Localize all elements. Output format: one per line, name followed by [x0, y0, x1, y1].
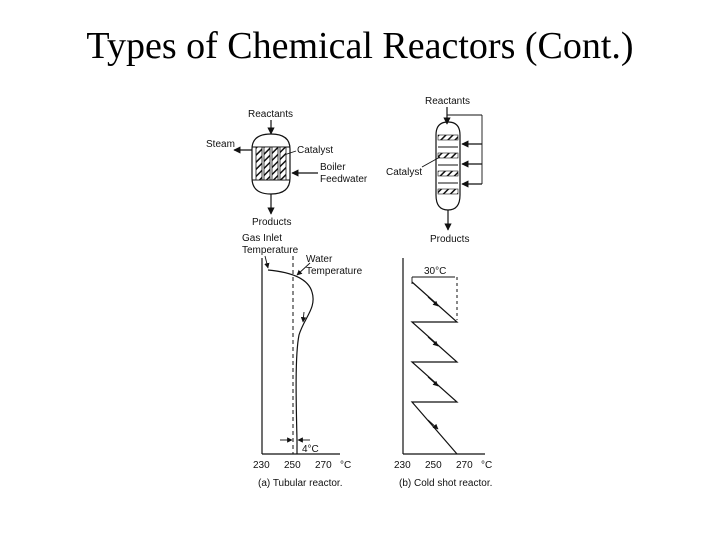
boiler-label: Boiler [320, 162, 346, 173]
tubular-catalyst-label: Catalyst [297, 145, 333, 156]
coldshot-tick-label: 270 [456, 460, 473, 471]
catalyst-tube [255, 146, 263, 181]
gas-inlet-label: Gas Inlet [242, 233, 282, 244]
feedwater-label: Feedwater [320, 174, 368, 185]
water-label: Water [306, 254, 333, 265]
coldshot-unit-label: °C [481, 460, 492, 471]
catalyst-bed [437, 170, 459, 177]
coldshot-temperature-profile: 30°C 230 250 270 °C (b) Cold shot reacto… [394, 258, 492, 489]
coldshot-reactor-schematic: Reactants Catalyst Products [386, 96, 483, 245]
coldshot-caption: (b) Cold shot reactor. [399, 478, 492, 489]
tubular-unit-label: °C [340, 460, 351, 471]
steam-label: Steam [206, 139, 235, 150]
tubular-vessel [251, 133, 291, 195]
tubular-delta-label: 4°C [302, 444, 319, 455]
water-temperature-label: Temperature [306, 266, 363, 277]
tubular-tick-label: 270 [315, 460, 332, 471]
gas-temperature-curve [267, 269, 314, 454]
tubular-caption: (a) Tubular reactor. [258, 478, 342, 489]
tubular-reactor-schematic: Reactants Steam Catalyst Boiler Feedwate… [206, 109, 368, 228]
coldshot-reactants-label: Reactants [425, 96, 470, 107]
gas-inlet-temperature-label: Temperature [242, 245, 299, 256]
tubular-products-label: Products [252, 217, 291, 228]
tubular-temperature-profile: Gas Inlet Temperature Water Temperature … [242, 233, 363, 489]
tubular-tick-label: 250 [284, 460, 301, 471]
catalyst-tube [263, 146, 271, 181]
slide-title: Types of Chemical Reactors (Cont.) [86, 25, 634, 67]
coldshot-catalyst-label: Catalyst [386, 167, 422, 178]
catalyst-tube [271, 146, 279, 181]
coldshot-tick-label: 230 [394, 460, 411, 471]
catalyst-tube [279, 146, 287, 181]
coldshot-delta-label: 30°C [424, 266, 446, 277]
coldshot-tick-label: 250 [425, 460, 442, 471]
catalyst-bed [437, 152, 459, 159]
catalyst-bed [437, 134, 459, 141]
coldshot-temperature-curve [410, 281, 459, 455]
coldshot-vessel [435, 121, 461, 211]
tubular-reactants-label: Reactants [248, 109, 293, 120]
coldshot-products-label: Products [430, 234, 469, 245]
tubular-tick-label: 230 [253, 460, 270, 471]
catalyst-bed [437, 188, 459, 195]
